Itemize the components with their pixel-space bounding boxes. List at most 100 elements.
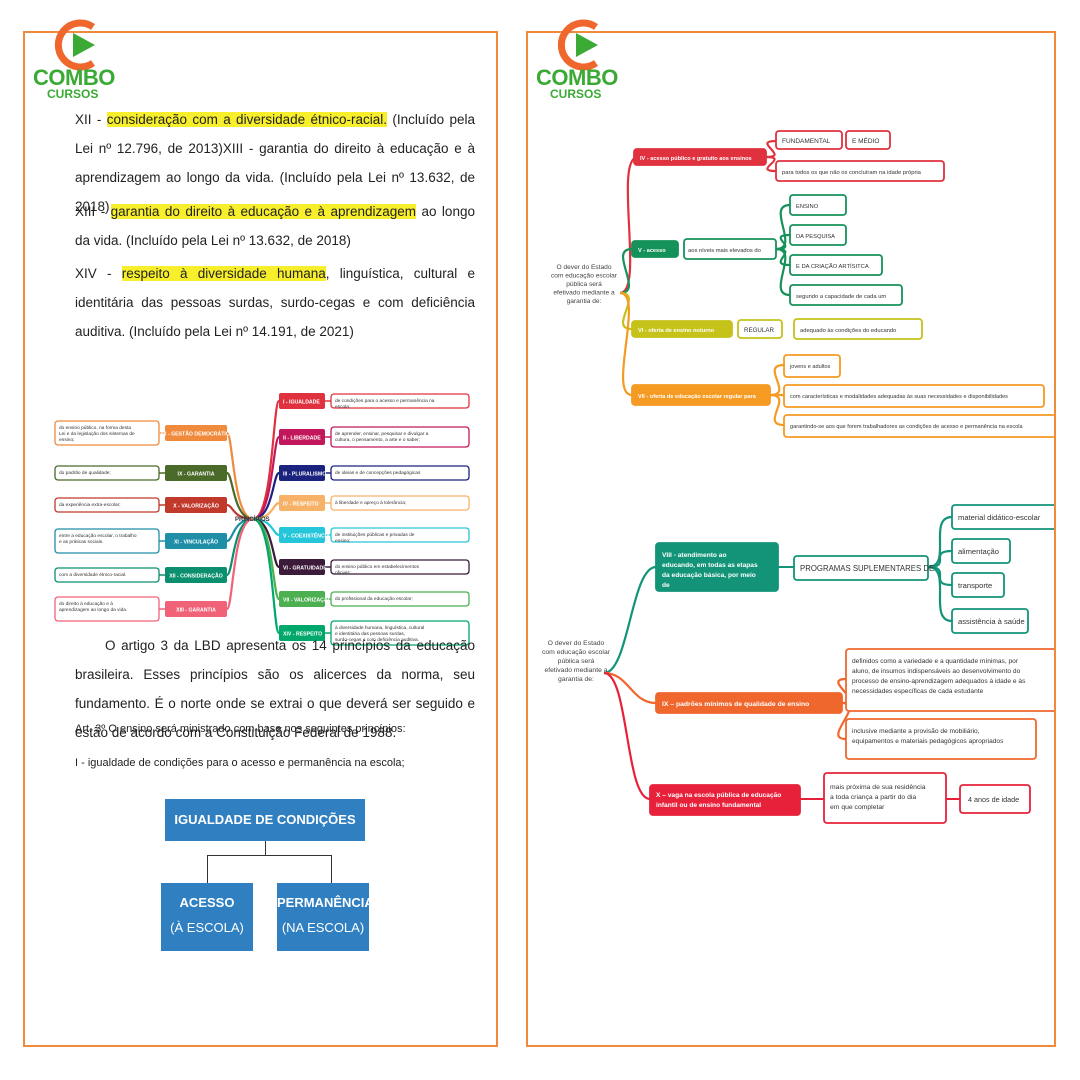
mindmap-link bbox=[619, 291, 633, 397]
viii-child-box bbox=[951, 504, 1054, 530]
principle-label: XIV - RESPEITO bbox=[283, 632, 322, 638]
combo-cursos-logo: COMBO CURSOS bbox=[536, 19, 636, 115]
principle-text: à liberdade e apreço à tolerância; bbox=[335, 500, 406, 506]
ix-child: definidos como a variedade e a quantidad… bbox=[852, 658, 1026, 695]
mindmap-link bbox=[927, 515, 953, 569]
mindmap-right-branches: I - IGUALDADE de condições para o acesso … bbox=[279, 393, 470, 646]
principle-label-box bbox=[165, 425, 227, 441]
v-label-box bbox=[631, 240, 679, 258]
x-text-box bbox=[959, 784, 1031, 814]
mindmap-link bbox=[252, 399, 281, 521]
ix-label-box bbox=[655, 692, 843, 714]
principle-text-box bbox=[330, 393, 470, 409]
principle-label-box bbox=[165, 533, 227, 549]
principle-text: à diversidade humana, linguística, cultu… bbox=[335, 625, 424, 643]
v-child-box bbox=[789, 254, 883, 276]
ix-child-box bbox=[845, 648, 1054, 712]
viii-mid: PROGRAMAS SUPLEMENTARES DE bbox=[800, 564, 934, 573]
principle-label: XI - VINCULAÇÃO bbox=[174, 539, 218, 546]
diagram-connector bbox=[207, 855, 208, 883]
principle-label: XIII - GARANTIA bbox=[176, 608, 216, 614]
principle-label-box bbox=[165, 497, 227, 513]
principle-text-box bbox=[54, 465, 160, 481]
iv-label: IV - acesso público e gratuito aos ensin… bbox=[640, 156, 752, 162]
iv-child: para todos os que não os concluíram na i… bbox=[782, 170, 922, 176]
mindmap-link bbox=[225, 517, 254, 611]
vi-label-box bbox=[631, 320, 733, 338]
vi-label: VI - oferta de ensino noturno bbox=[638, 328, 715, 334]
principle-text-box bbox=[330, 527, 470, 543]
p2-highlight: garantia do direito à educação e à apren… bbox=[110, 204, 417, 219]
principle-label-box bbox=[165, 601, 227, 617]
paragraph-xiv: XIV - respeito à diversidade humana, lin… bbox=[75, 259, 475, 346]
iv-child: E MÉDIO bbox=[852, 136, 879, 145]
principle-text: do profissional da educação escolar; bbox=[335, 596, 413, 602]
mindmap-link bbox=[769, 393, 785, 427]
principle-label: I - IGUALDADE bbox=[283, 400, 320, 406]
right-mindmap-links bbox=[603, 139, 960, 801]
ix-label: IX – padrões mínimos de qualidade de ens… bbox=[662, 701, 809, 708]
principle-text-box bbox=[54, 567, 160, 583]
logo-combo-text: COMBO bbox=[33, 65, 115, 90]
v-child: segundo a capacidade de cada um bbox=[796, 294, 886, 300]
permanencia-box: PERMANÊNCIA (NA ESCOLA) bbox=[277, 883, 374, 951]
viii-child-box bbox=[951, 608, 1029, 634]
viii-child-box bbox=[951, 538, 1011, 564]
p3-rest: , linguística, cultural e identitária da… bbox=[75, 266, 476, 339]
ix-child-box bbox=[845, 718, 1037, 760]
diagram-connector bbox=[207, 855, 331, 856]
vi-mid-box bbox=[737, 319, 783, 339]
mindmap-link bbox=[603, 671, 651, 801]
item-i-caption: I - igualdade de condições para o acesso… bbox=[75, 757, 405, 769]
v-child-box bbox=[789, 284, 903, 306]
mindmap-center: PRINCÍPIOS bbox=[235, 515, 270, 523]
paragraph-xiii: XIII - garantia do direito à educação e … bbox=[75, 197, 475, 255]
principle-text: do padrão de qualidade; bbox=[59, 470, 111, 476]
principle-text-box bbox=[54, 596, 160, 622]
v-child: E DA CRIAÇÃO ARTÍSITCA bbox=[796, 263, 869, 270]
principle-label: IV - RESPEITO bbox=[283, 502, 319, 508]
v-label: V - acesso bbox=[638, 248, 666, 254]
mindmap-link bbox=[225, 431, 254, 521]
igualdade-box: IGUALDADE DE CONDIÇÕES bbox=[165, 799, 365, 841]
x-mid-box bbox=[823, 772, 947, 824]
vii-child-box bbox=[783, 384, 1045, 408]
mindmap-link bbox=[927, 565, 953, 623]
principle-label-box bbox=[279, 393, 325, 409]
principle-label: XII - CONSIDERAÇÃO bbox=[169, 573, 223, 580]
principle-text: de ideias e de concepções pedagógicas bbox=[335, 470, 421, 476]
p1-rest: (Incluído pela Lei nº 12.796, de 2013)XI… bbox=[75, 112, 475, 214]
logo-cursos-text: CURSOS bbox=[550, 87, 602, 101]
diagram-connector bbox=[265, 841, 266, 855]
logo-combo-text: COMBO bbox=[536, 65, 618, 90]
principle-text: da experiência extra-escolar; bbox=[59, 502, 121, 508]
vii-label-box bbox=[631, 384, 771, 406]
p1-highlight: consideração com a diversidade étnico-ra… bbox=[106, 112, 387, 127]
viii-label-box bbox=[655, 542, 779, 592]
acesso-sub: (À ESCOLA) bbox=[170, 920, 244, 935]
principle-text-box bbox=[54, 528, 160, 554]
p3-highlight: respeito à diversidade humana bbox=[121, 266, 326, 281]
principle-text-box bbox=[330, 591, 470, 607]
combo-logo-icon bbox=[557, 19, 599, 71]
permanencia-sub: (NA ESCOLA) bbox=[281, 920, 365, 935]
mindmap-link bbox=[225, 517, 254, 577]
principle-text: de condições para o acesso e permanência… bbox=[335, 398, 435, 410]
paragraph-article3: O artigo 3 da LBD apresenta os 14 princí… bbox=[75, 638, 475, 740]
principles-mindmap: PRINCÍPIOS I - IGUALDADE de condições par… bbox=[54, 393, 470, 646]
principle-text-box bbox=[330, 426, 470, 448]
art-3-caption: Art. 3º O ensino será ministrado com bas… bbox=[75, 723, 406, 735]
combo-cursos-logo: COMBO CURSOS bbox=[33, 19, 133, 115]
vi-mid: REGULAR bbox=[744, 327, 774, 334]
principle-label: V - COEXISTÊNCIA bbox=[283, 532, 330, 540]
mindmap-link bbox=[619, 247, 633, 295]
mindmap-link bbox=[603, 671, 657, 705]
iv-child: FUNDAMENTAL bbox=[782, 138, 831, 145]
